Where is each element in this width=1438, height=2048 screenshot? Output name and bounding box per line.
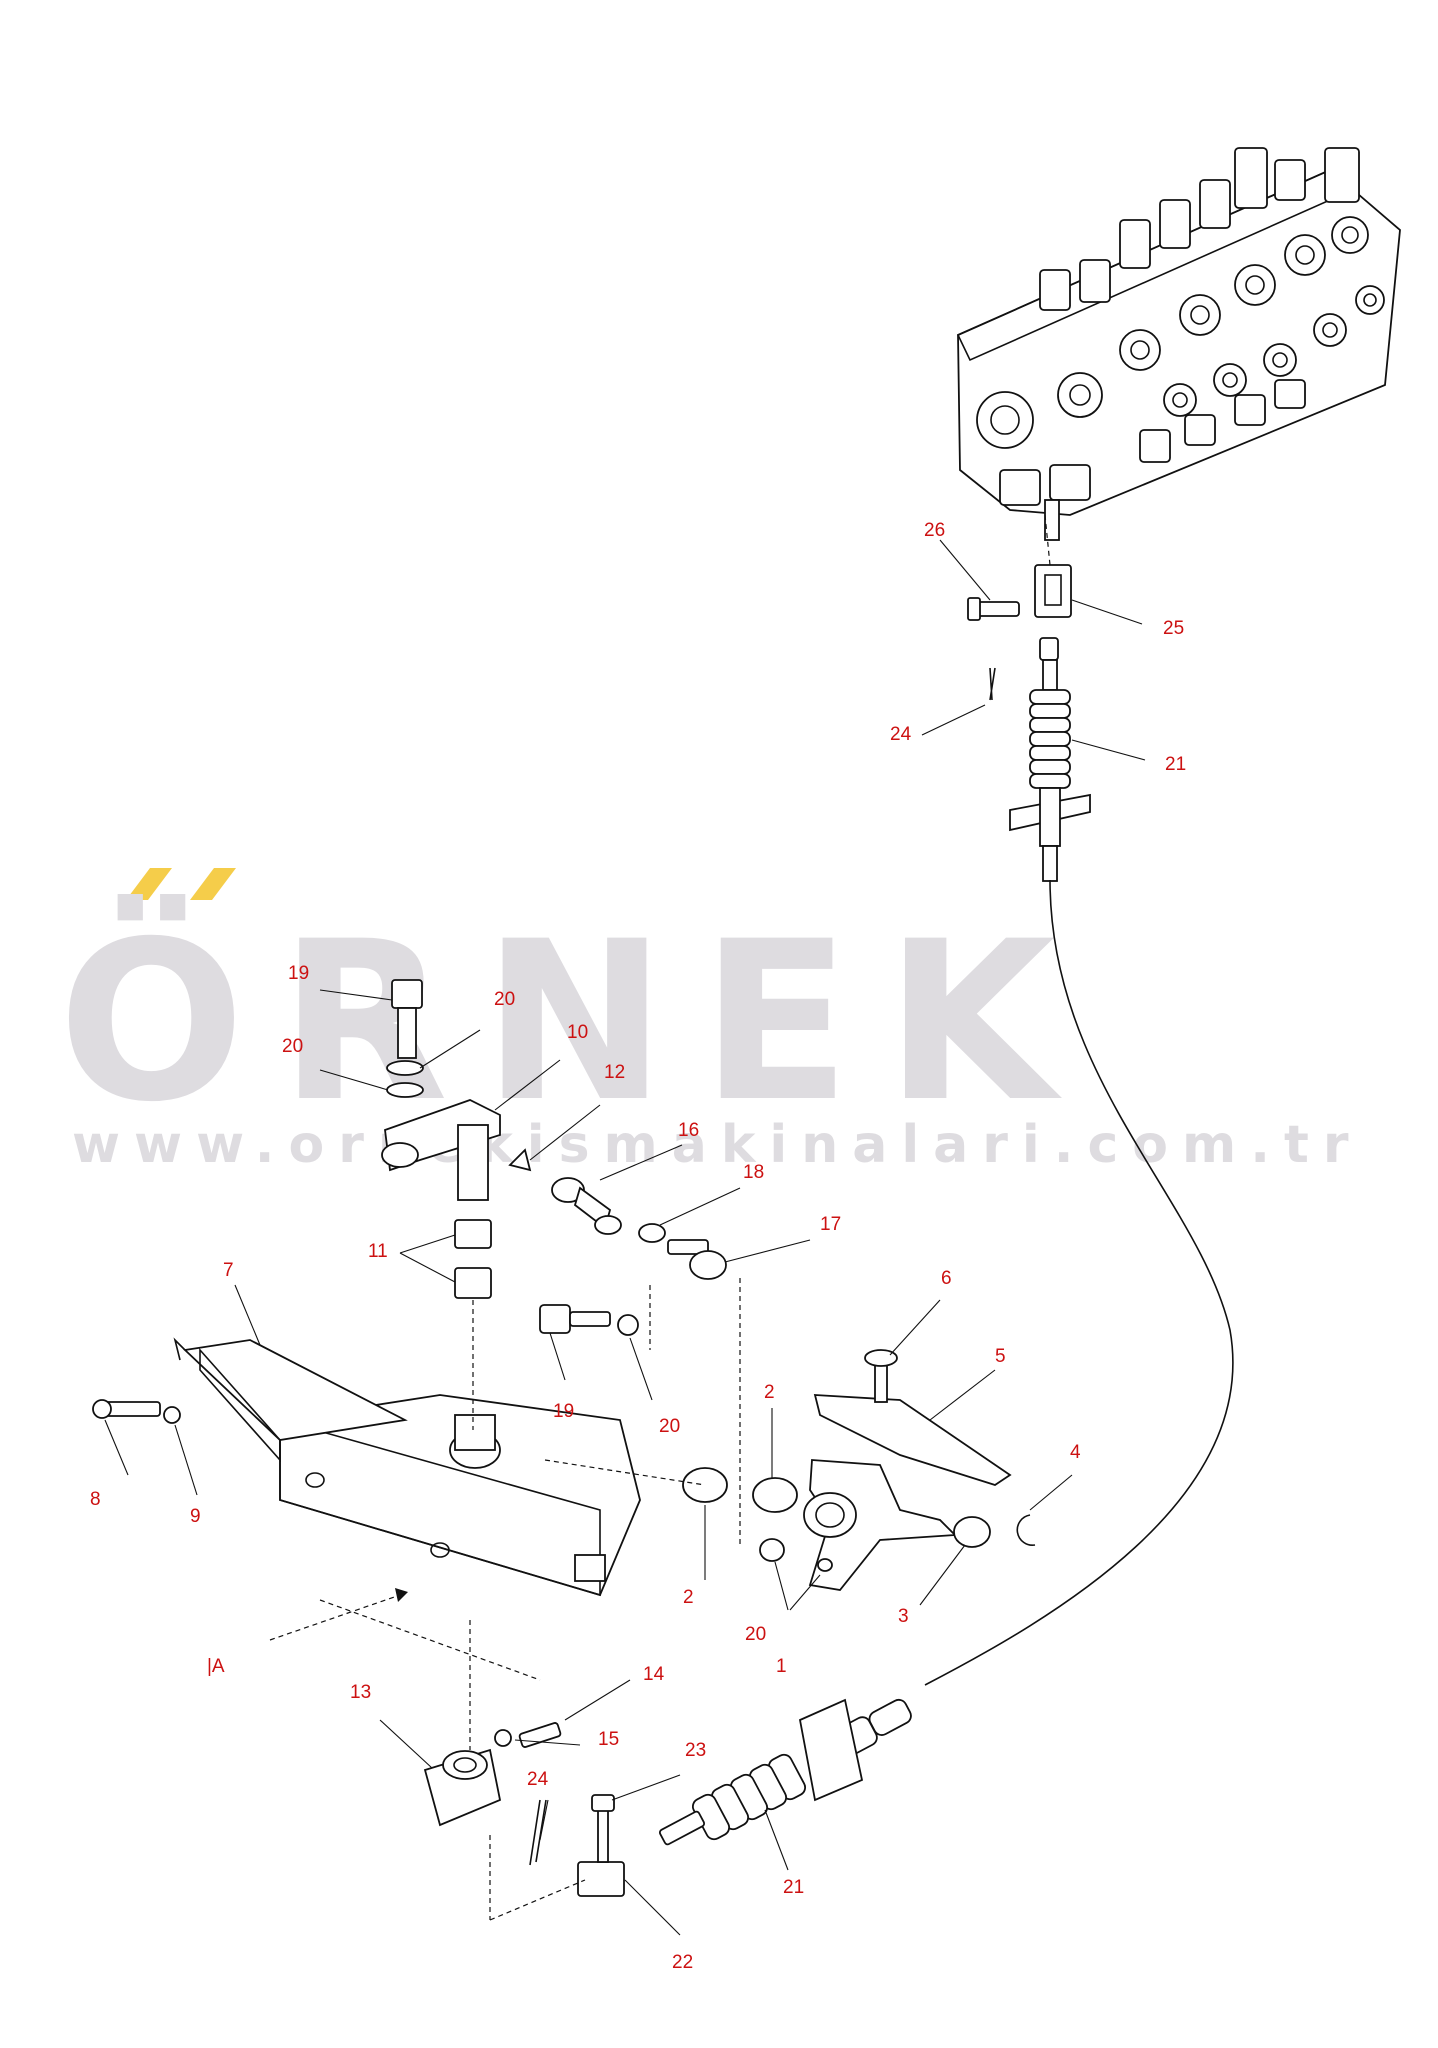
callout-20-upper-right: 20 — [494, 989, 515, 1010]
washer-9 — [163, 1406, 181, 1424]
callout-3: 3 — [898, 1606, 909, 1627]
plate-5 — [813, 1394, 1012, 1486]
bush-11-upper — [454, 1219, 492, 1249]
bush-2-left — [682, 1467, 728, 1503]
callout-15: 15 — [598, 1729, 619, 1750]
view-marker-a: |A — [207, 1656, 225, 1677]
washer-15 — [494, 1729, 512, 1747]
callout-10: 10 — [567, 1022, 588, 1043]
callout-20-upper-left: 20 — [282, 1036, 303, 1057]
upper-cable-end — [967, 564, 1091, 882]
callout-19-lower: 19 — [553, 1401, 574, 1422]
callout-2-lower: 2 — [683, 1587, 694, 1608]
nut-17 — [689, 1250, 727, 1280]
cable-boot-lower — [691, 1753, 807, 1841]
washer-18 — [638, 1223, 666, 1243]
callout-18: 18 — [743, 1162, 764, 1183]
washer-3 — [953, 1516, 991, 1548]
circlip-4 — [1016, 1514, 1036, 1546]
assembly-lines — [269, 514, 1051, 1921]
callout-24-upper: 24 — [890, 724, 912, 745]
pedal-7 — [183, 1339, 408, 1441]
clevis-25 — [1034, 564, 1072, 618]
callout-13: 13 — [350, 1682, 371, 1703]
control-cable-21 — [924, 879, 1234, 1686]
callout-7: 7 — [223, 1260, 234, 1281]
watermark-url: www.ornekismakinalari.com.tr — [72, 1115, 1362, 1175]
callout-8: 8 — [90, 1489, 101, 1510]
washer-20-bracket — [759, 1538, 785, 1562]
pedal-assembly — [92, 1337, 641, 1597]
pin-26 — [974, 601, 1020, 617]
callout-21-upper: 21 — [1165, 754, 1186, 775]
callout-17: 17 — [820, 1214, 841, 1235]
rod-end-assembly — [539, 1177, 727, 1336]
callout-11: 11 — [368, 1241, 388, 1262]
pivot-lever — [381, 979, 532, 1299]
leader-lines — [104, 539, 1146, 1936]
watermark-accent-left — [126, 868, 172, 900]
washer-20-mid — [617, 1314, 639, 1336]
callout-22: 22 — [672, 1952, 693, 1973]
bush-2-right — [752, 1477, 798, 1513]
lower-cable-end — [529, 1698, 912, 1897]
callout-23: 23 — [685, 1740, 706, 1761]
lower-mount — [423, 1722, 562, 1827]
control-valve-block — [956, 147, 1401, 541]
washer-20-lower — [386, 1082, 424, 1098]
callout-12: 12 — [604, 1062, 625, 1083]
callout-1: 1 — [776, 1656, 787, 1677]
view-arrow-a — [269, 1594, 401, 1641]
callout-21-lower: 21 — [783, 1877, 804, 1898]
callout-6: 6 — [941, 1268, 952, 1289]
shaft — [457, 1124, 489, 1201]
watermark-accent-right — [190, 868, 236, 900]
screw-6 — [874, 1361, 888, 1403]
watermark: ÖRNEK www.ornekismakinalari.com.tr — [58, 868, 1362, 1175]
cable-boot-upper — [1029, 689, 1071, 789]
split-pin-24-upper — [989, 667, 996, 701]
callouts: 19 20 20 10 12 16 18 17 7 11 6 2 5 19 20… — [90, 520, 1186, 1973]
callout-20-lower: 20 — [659, 1416, 680, 1437]
key-12 — [508, 1148, 532, 1172]
washer-20-upper — [386, 1060, 424, 1076]
pin-23 — [597, 1807, 609, 1863]
callout-4: 4 — [1070, 1442, 1081, 1463]
bolt-19-upper — [391, 979, 423, 1009]
callout-16: 16 — [678, 1120, 699, 1141]
clevis-22 — [577, 1861, 625, 1897]
bolt-19-lower — [539, 1304, 571, 1334]
callout-25: 25 — [1163, 618, 1184, 639]
callout-2-upper: 2 — [764, 1382, 775, 1403]
callout-5: 5 — [995, 1346, 1006, 1367]
callout-19-upper: 19 — [288, 963, 309, 984]
bracket-assembly — [682, 1349, 1036, 1591]
split-pin-24-lower — [529, 1799, 547, 1866]
callout-26: 26 — [924, 520, 945, 541]
callout-20-bracket: 20 — [745, 1624, 766, 1645]
callout-9: 9 — [190, 1506, 201, 1527]
callout-14: 14 — [643, 1664, 665, 1685]
bush-11-lower — [454, 1267, 492, 1299]
callout-24-lower: 24 — [527, 1769, 549, 1790]
watermark-brand: ÖRNEK — [58, 894, 1089, 1150]
bolt-14 — [518, 1722, 562, 1748]
